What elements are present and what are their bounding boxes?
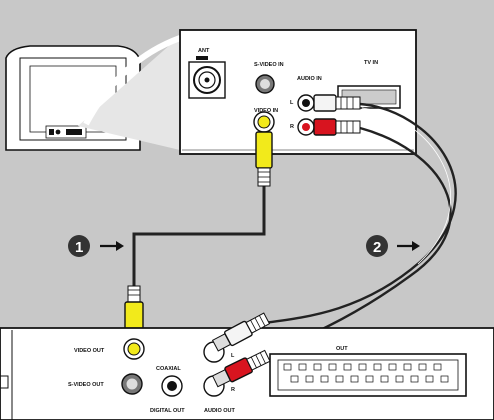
- scart-pin: [320, 375, 329, 383]
- step-2-number: 2: [373, 239, 381, 256]
- scart-pin: [380, 375, 389, 383]
- scart-pins: [283, 363, 449, 383]
- ant-label: ANT: [198, 48, 210, 54]
- svideo-out-label: S-VIDEO OUT: [68, 382, 104, 388]
- audio-out-label: AUDIO OUT: [204, 408, 236, 414]
- step-1-number: 1: [75, 239, 83, 256]
- scart-pin: [410, 375, 419, 383]
- scart-pin: [440, 375, 449, 383]
- scart-pin: [388, 363, 397, 371]
- tv-connection-panel: ANT S-VIDEO IN VIDEO IN AUDIO IN L R TV …: [179, 29, 417, 155]
- dvd-audio-left-label: L: [231, 353, 235, 359]
- scart-pin: [418, 363, 427, 371]
- scart-pin: [425, 375, 434, 383]
- tv-out-label: OUT: [336, 346, 348, 352]
- digital-out-label: DIGITAL OUT: [150, 408, 185, 414]
- scart-pin: [350, 375, 359, 383]
- scart-pin: [298, 363, 307, 371]
- coaxial-label: COAXIAL: [156, 366, 181, 372]
- scart-pin: [433, 363, 442, 371]
- scart-pin: [290, 375, 299, 383]
- tv-audio-plugs: [297, 94, 361, 136]
- zoom-callout: [78, 36, 180, 150]
- scart-pin: [403, 363, 412, 371]
- video-in-label: VIDEO IN: [254, 108, 278, 114]
- step-1-marker: 1: [68, 235, 124, 257]
- scart-pin: [305, 375, 314, 383]
- scart-pin: [395, 375, 404, 383]
- scart-pin: [365, 375, 374, 383]
- scart-pin: [358, 363, 367, 371]
- audio-in-label: AUDIO IN: [297, 76, 322, 82]
- scart-pin: [343, 363, 352, 371]
- tv-audio-right-label: R: [290, 124, 294, 130]
- tv-in-label: TV IN: [364, 60, 378, 66]
- step-2-marker: 2: [366, 235, 420, 257]
- scart-pin: [283, 363, 292, 371]
- dvd-audio-right-label: R: [231, 387, 235, 393]
- scart-pin: [335, 375, 344, 383]
- svideo-in-label: S-VIDEO IN: [254, 62, 284, 68]
- scart-pin: [313, 363, 322, 371]
- dvd-audio-plugs: [211, 312, 271, 388]
- tv-audio-left-label: L: [290, 100, 294, 106]
- video-out-label: VIDEO OUT: [74, 348, 105, 354]
- scart-pin: [373, 363, 382, 371]
- arrow-right-icon: [412, 241, 420, 251]
- arrow-right-icon: [116, 241, 124, 251]
- scart-pin: [328, 363, 337, 371]
